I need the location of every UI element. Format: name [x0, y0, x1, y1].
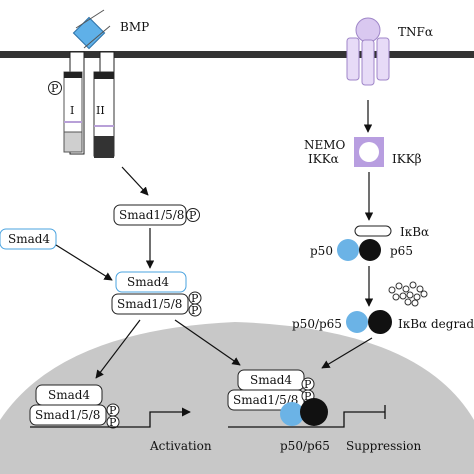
ikba-fragments — [388, 281, 428, 307]
ikka-label: IKKα — [308, 152, 339, 166]
smad158-label: Smad1/5/8 — [233, 393, 298, 407]
phospho-label: P — [191, 292, 199, 305]
smad158-label: Smad1/5/8 — [117, 297, 182, 311]
phospho-circle — [48, 81, 62, 95]
suppression-dna — [228, 405, 386, 428]
phospho-label: P — [109, 404, 117, 417]
receptor-2-label: II — [96, 104, 105, 117]
tnf-receptor — [346, 17, 390, 86]
smad4-label: Smad4 — [250, 373, 292, 387]
phospho-label: P — [189, 209, 197, 222]
smad158-box — [111, 293, 189, 315]
cell-membrane — [0, 51, 474, 58]
smad158-box — [29, 404, 107, 426]
phospho-circle — [106, 415, 120, 429]
p50p65-label: p50/p65 — [280, 439, 330, 453]
ikba-degrade-label: IκBα degrad — [398, 317, 474, 331]
smad4-label: Smad4 — [48, 388, 90, 402]
bmp-receptor-type-1 — [63, 51, 85, 155]
smad4-box — [0, 228, 57, 250]
p65-label: p65 — [390, 244, 413, 258]
p50-label: p50 — [310, 244, 333, 258]
bmp-label: BMP — [120, 20, 149, 34]
p65-circle — [359, 239, 381, 261]
phospho-label: P — [304, 378, 312, 391]
bmp-receptor-type-2 — [93, 51, 115, 158]
phospho-label: P — [109, 416, 117, 429]
nemo-label: NEMO — [304, 138, 346, 152]
activation-dna — [30, 407, 191, 428]
tnf-label: TNFα — [398, 25, 433, 39]
p50-circle — [346, 311, 368, 333]
phospho-circle — [188, 303, 202, 317]
p50-circle — [337, 239, 359, 261]
pathway-arrows — [55, 100, 374, 379]
p50p65-label: p50/p65 — [292, 317, 342, 331]
phospho-label: P — [191, 304, 199, 317]
smad4-label: Smad4 — [8, 232, 50, 246]
smad158-label: Smad1/5/8 — [119, 208, 184, 222]
p50-circle — [280, 402, 304, 426]
phospho-circle — [186, 208, 200, 222]
activation-label: Activation — [149, 439, 212, 453]
ikba-label: IκBα — [400, 225, 429, 239]
ikba-box — [354, 225, 392, 237]
phospho-label: P — [304, 390, 312, 403]
bmp-ligand — [72, 9, 111, 50]
suppression-label: Suppression — [346, 439, 422, 453]
p65-circle — [368, 310, 392, 334]
phospho-label: P — [51, 82, 59, 95]
p65-circle — [300, 398, 328, 426]
smad4-box — [115, 271, 187, 293]
smad158-label: Smad1/5/8 — [35, 408, 100, 422]
ikkb-label: IKKβ — [392, 152, 422, 166]
receptor-1-label: I — [70, 104, 74, 117]
ikk-complex — [354, 137, 384, 167]
smad4-label: Smad4 — [127, 275, 169, 289]
